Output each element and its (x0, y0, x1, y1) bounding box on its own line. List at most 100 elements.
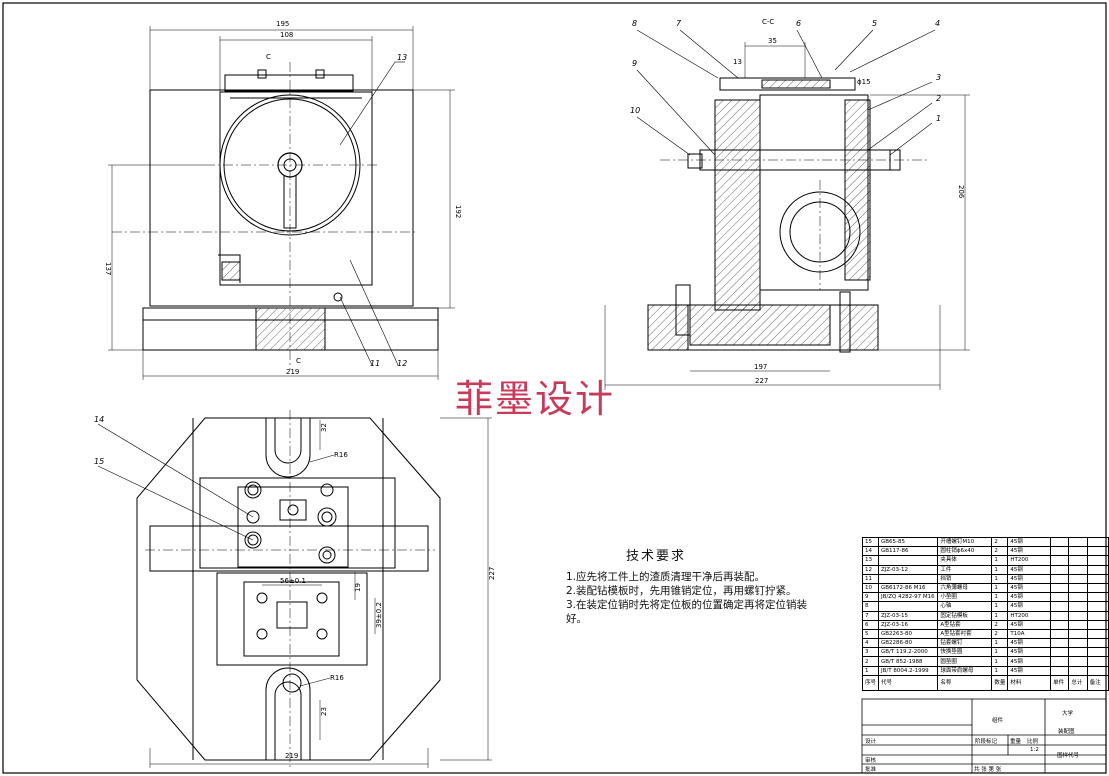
bom-header-cell: 备注 (1086, 674, 1109, 691)
tb-scale: 1:2 (1030, 747, 1039, 753)
bom-cell (1086, 665, 1109, 676)
bom-cell: 45钢 (1007, 564, 1052, 575)
dim-195: 195 (276, 20, 289, 28)
bom-cell (1086, 555, 1109, 566)
dim-r16-bottom: R16 (330, 674, 344, 682)
bom-cell: 开槽螺钉M10 (937, 536, 993, 548)
bom-cell: ZJZ-03-16 (878, 619, 939, 630)
bom-cell (1068, 628, 1088, 640)
bom-cell (1050, 573, 1070, 584)
bom-cell: 心轴 (937, 601, 993, 612)
bom-cell (878, 555, 939, 566)
bom-cell: ZJZ-03-15 (878, 610, 939, 621)
watermark: 菲墨设计 (455, 377, 616, 421)
bom-cell (1068, 555, 1088, 566)
bom-cell (1050, 582, 1070, 594)
bom-cell: 5 (861, 628, 880, 640)
bom-cell: 3 (861, 647, 880, 658)
bom-cell (1050, 601, 1070, 612)
bom-cell (1050, 546, 1070, 557)
dim-r16-top: R16 (334, 451, 348, 459)
bom-cell: 4 (861, 638, 880, 649)
bom-cell (1086, 656, 1109, 667)
bom-cell (1068, 536, 1088, 548)
bom-cell (1086, 610, 1109, 621)
bom-cell (1050, 536, 1070, 548)
tb-drawing-name: 装配图 (1058, 729, 1075, 735)
balloon-3: 3 (936, 73, 941, 82)
tb-checker: 审核 (865, 758, 877, 764)
bom-cell: GB2263-80 (878, 628, 939, 640)
tech-item: 1.应先将工件上的渣质清理干净后再装配。 (566, 571, 766, 583)
bom-cell (1050, 619, 1070, 630)
bom-cell: JB/ZQ 4282-97 M16 (878, 592, 939, 603)
bom-cell: 1 (991, 610, 1009, 621)
bom-cell: 钻套螺钉 (937, 638, 993, 649)
bom-cell: 快换垫圈 (937, 647, 993, 658)
bom-cell: 45钢 (1007, 656, 1052, 667)
bom-cell (1068, 647, 1088, 658)
bom-cell: 13 (861, 555, 880, 566)
dim-137: 137 (104, 262, 112, 275)
bom-cell (1086, 546, 1109, 557)
front-view: C C (108, 26, 455, 380)
bom-cell: GB6172-86 M16 (878, 582, 939, 594)
dim-39: 39±0.2 (375, 602, 383, 628)
bom-cell (1068, 564, 1088, 575)
bom-cell (1086, 536, 1109, 548)
dim-phi15: ϕ15 (857, 78, 871, 86)
dim-108: 108 (280, 31, 293, 39)
bom-cell: 12 (861, 564, 880, 575)
bom-cell: 9 (861, 592, 880, 603)
bom-cell: 1 (991, 638, 1009, 649)
plan-view (97, 410, 492, 770)
title-block: 组件 大学 装配图 设计 阶段标记 重量 比例 1:2 图样代号 审核 批准 共… (862, 699, 1106, 774)
balloon-7: 7 (676, 19, 682, 28)
balloon-6: 6 (796, 19, 801, 28)
bom-cell (1068, 546, 1088, 557)
bom-cell: 夹具体 (937, 555, 993, 566)
bom-cell: 15 (861, 536, 880, 548)
balloon-1: 1 (936, 114, 941, 123)
bom-cell: T10A (1007, 628, 1052, 640)
bom-cell: 45钢 (1007, 601, 1052, 612)
balloon-14: 14 (94, 415, 104, 424)
dim-219-bottom: 219 (285, 752, 298, 760)
tb-weight: 重量 (1010, 739, 1022, 745)
balloon-2: 2 (936, 94, 941, 103)
bom-cell: GB2286-80 (878, 638, 939, 649)
bom-cell: GB/T 852-1988 (878, 656, 939, 667)
balloon-10: 10 (630, 106, 640, 115)
bom-cell: 7 (861, 610, 880, 621)
bom-header-cell: 单件 (1050, 674, 1070, 691)
bom-cell: 2 (861, 656, 880, 667)
balloon-15: 15 (94, 457, 104, 466)
bom-cell: GB/T 119.2-2000 (878, 647, 939, 658)
balloon-5: 5 (872, 19, 877, 28)
bom-cell: 1 (991, 582, 1009, 594)
balloon-8: 8 (632, 19, 637, 28)
bom-cell: GB117-86 (878, 546, 939, 557)
balloon-11: 11 (370, 359, 380, 368)
balloon-12: 12 (397, 359, 407, 368)
bom-cell (1050, 656, 1070, 667)
balloon-9: 9 (632, 59, 637, 68)
technical-requirements: 技术要求 1.应先将工件上的渣质清理干净后再装配。 2.装配钻模板时，先用锥销定… (566, 550, 828, 626)
dim-23: 23 (320, 707, 328, 716)
tech-item: 3.在装定位销时先将定位板的位置确定再将定位销装好。 (566, 599, 808, 625)
bom-cell: GB65-85 (878, 536, 939, 548)
bom-header-cell: 数量 (991, 674, 1009, 691)
bom-cell: A型钻套 (937, 619, 993, 630)
section-mark-c-top: C (266, 53, 271, 61)
bom-cell (1086, 628, 1109, 640)
